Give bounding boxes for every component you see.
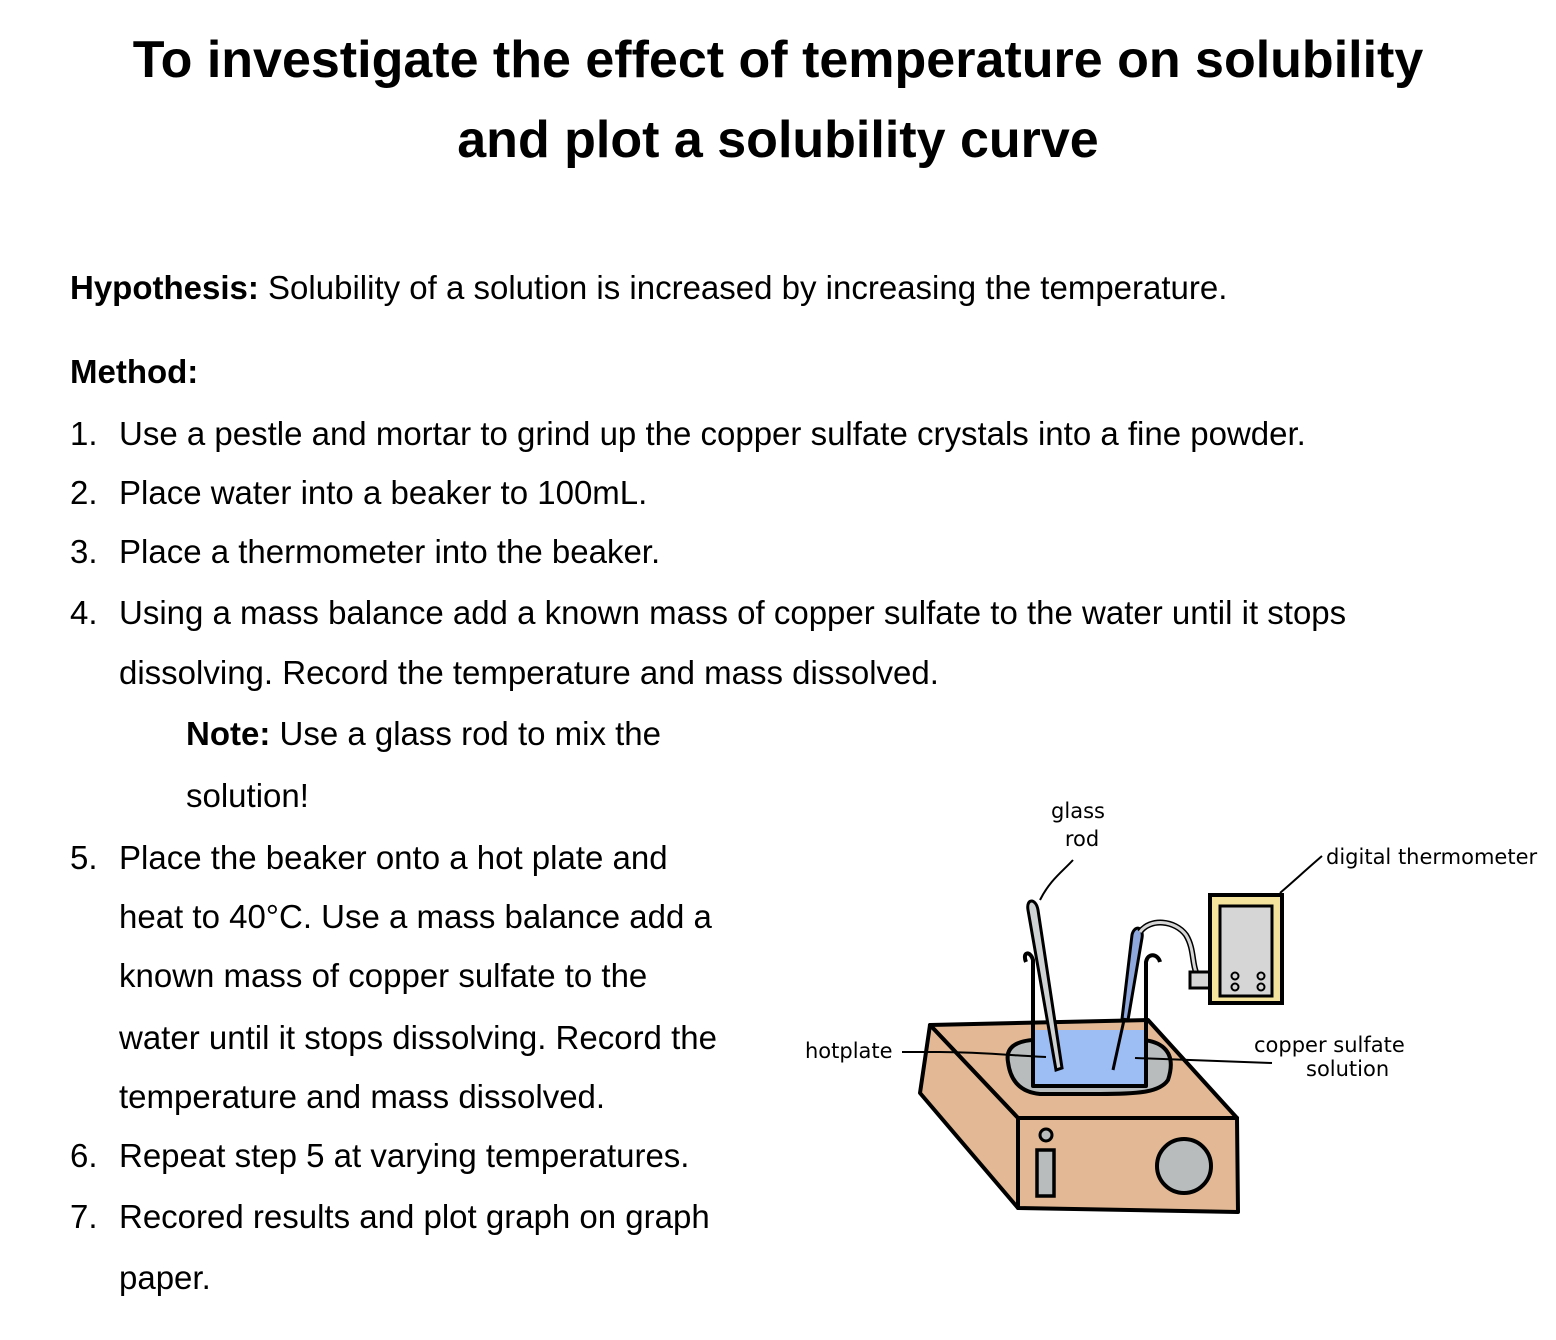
step-text: dissolving. Record the temperature and m… [119, 654, 939, 691]
step-text: known mass of copper sulfate to the [119, 957, 648, 994]
label-hotplate: hotplate [805, 1039, 893, 1063]
step-text: paper. [119, 1259, 211, 1296]
leader-line [1039, 859, 1074, 901]
step-text: temperature and mass dissolved. [119, 1078, 606, 1115]
note-text: Use a glass rod to mix the [270, 715, 661, 752]
knob-icon [1155, 1137, 1213, 1195]
step-text: water until it stops dissolving. Record … [119, 1019, 717, 1056]
note-text: solution! [186, 777, 309, 814]
step-text: Place the beaker onto a hot plate and [119, 839, 668, 876]
button-icon [1256, 982, 1266, 992]
step-number: 3. [70, 533, 98, 570]
step-text: Recored results and plot graph on graph [119, 1198, 710, 1235]
switch-icon [1035, 1148, 1056, 1198]
label-glass: glass [1051, 799, 1105, 823]
label-rod: rod [1065, 827, 1099, 851]
apparatus-diagram: glass rod digital thermometer hotplate c… [805, 799, 1538, 1214]
page-title-line-2: and plot a solubility curve [457, 111, 1099, 169]
hypothesis: Hypothesis: Solubility of a solution is … [70, 268, 1227, 308]
probe-cable [1137, 919, 1199, 974]
step-number: 7. [70, 1198, 98, 1235]
label-solution: solution [1306, 1057, 1389, 1081]
step-number: 1. [70, 415, 98, 452]
probe-tip [1111, 1019, 1126, 1071]
probe-connector [1188, 970, 1212, 990]
leader-line [902, 1051, 1047, 1058]
step-text: Repeat step 5 at varying temperatures. [119, 1137, 690, 1174]
step-text: Place a thermometer into the beaker. [119, 533, 661, 570]
label-copper-sulfate: copper sulfate [1254, 1033, 1405, 1057]
step-number: 5. [70, 839, 98, 876]
button-icon [1230, 982, 1240, 992]
switch-light-icon [1038, 1127, 1054, 1143]
thermometer-probe [1120, 926, 1144, 1022]
note: Note: Use a glass rod to mix the [186, 714, 661, 754]
thermometer-screen [1218, 904, 1274, 998]
step-number: 6. [70, 1137, 98, 1174]
leader-line [1279, 855, 1323, 894]
label-digital-thermometer: digital thermometer [1326, 845, 1538, 869]
page-title: To investigate the effect of temperature… [0, 20, 1556, 180]
note-label: Note: [186, 715, 271, 752]
hypothesis-text: Solubility of a solution is increased by… [258, 269, 1228, 306]
step-number: 2. [70, 474, 98, 511]
beaker [1022, 951, 1162, 1088]
leader-line [1134, 1057, 1273, 1064]
page-title-line-1: To investigate the effect of temperature… [132, 31, 1424, 89]
step-text: Place water into a beaker to 100mL. [119, 474, 648, 511]
step-text: heat to 40°C. Use a mass balance add a [119, 898, 712, 935]
step-text: Using a mass balance add a known mass of… [119, 594, 1347, 631]
glass-rod [1026, 899, 1064, 1072]
hypothesis-label: Hypothesis: [70, 269, 259, 306]
step-number: 4. [70, 594, 98, 631]
method-heading: Method: [70, 353, 199, 390]
button-icon [1256, 971, 1266, 981]
button-icon [1230, 971, 1240, 981]
step-text: Use a pestle and mortar to grind up the … [119, 415, 1306, 452]
